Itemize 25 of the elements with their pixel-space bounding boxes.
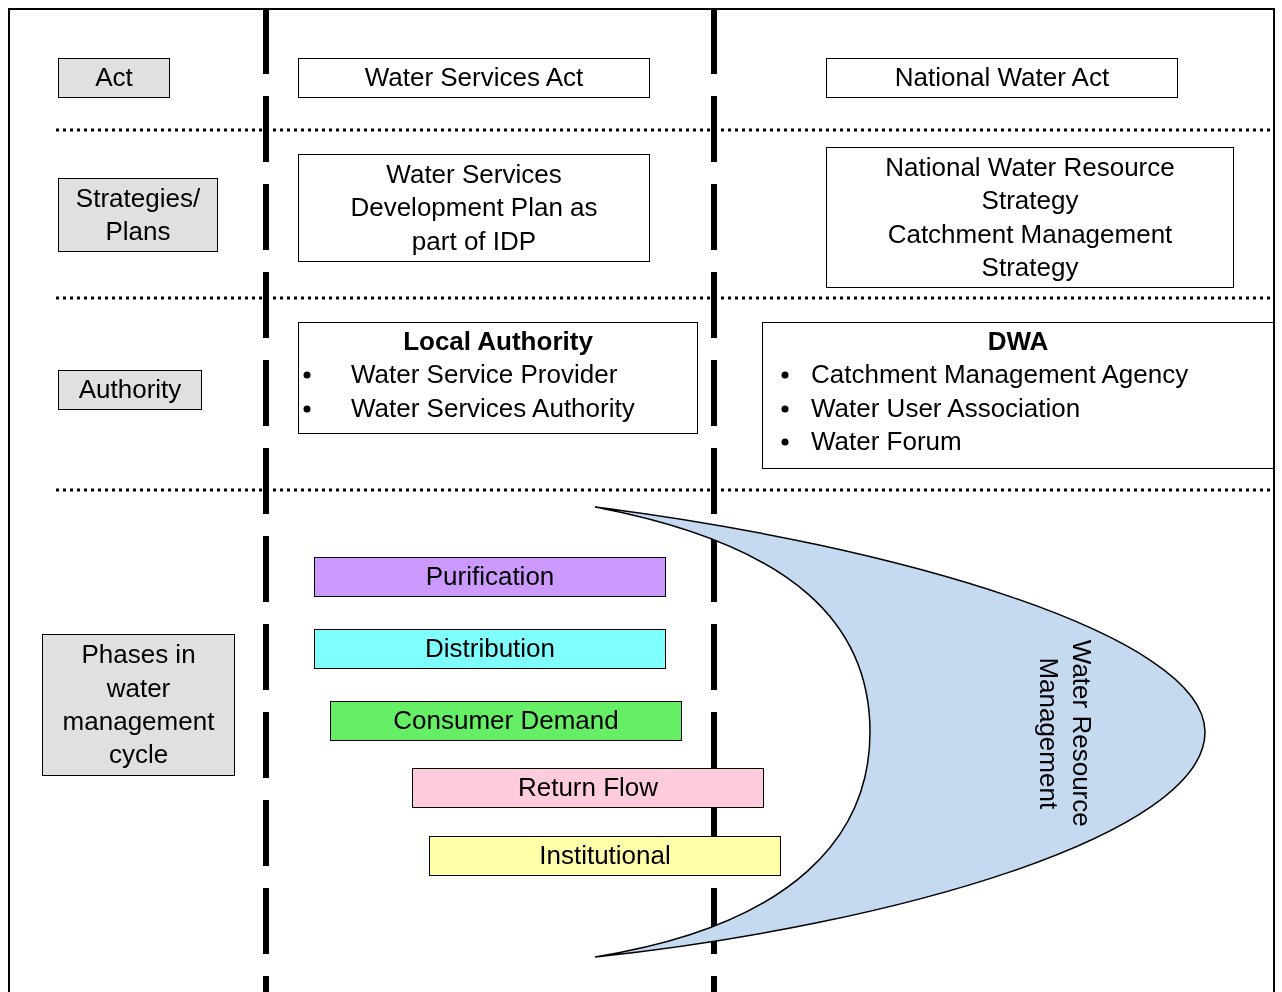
- phase-bar: Consumer Demand: [330, 701, 682, 741]
- box-text: Catchment Management Strategy: [886, 217, 1174, 284]
- bullet-text: Water Forum: [811, 425, 962, 456]
- row-header: Phases in water management cycle: [42, 634, 235, 776]
- phase-bar: Return Flow: [412, 768, 764, 808]
- row-header: Act: [58, 58, 170, 98]
- act-box: National Water Act: [826, 58, 1178, 98]
- bullet-text: Catchment Management Agency: [811, 359, 1189, 390]
- bullet-text: Water Service Provider: [351, 359, 618, 390]
- bullet-text: Water Services Authority: [351, 392, 635, 423]
- box-text: National Water Resource Strategy: [884, 150, 1176, 218]
- strategy-box: [826, 147, 1234, 288]
- phase-bar: Institutional: [429, 836, 781, 876]
- row-header: Strategies/ Plans: [58, 178, 218, 252]
- phase-bar: Distribution: [314, 629, 666, 669]
- bullet-text: Water User Association: [811, 392, 1081, 423]
- box-heading: DWA: [987, 325, 1049, 358]
- phase-bar: Purification: [314, 557, 666, 597]
- plan-box: Water Services Development Plan as part of IDP: [298, 154, 650, 262]
- act-box: Water Services Act: [298, 58, 650, 98]
- authority-box: [298, 322, 698, 434]
- authority-box: [762, 322, 1274, 469]
- rotated-label: Water Resource Management: [1033, 638, 1099, 829]
- row-header: Authority: [58, 370, 202, 410]
- box-heading: Local Authority: [403, 325, 593, 358]
